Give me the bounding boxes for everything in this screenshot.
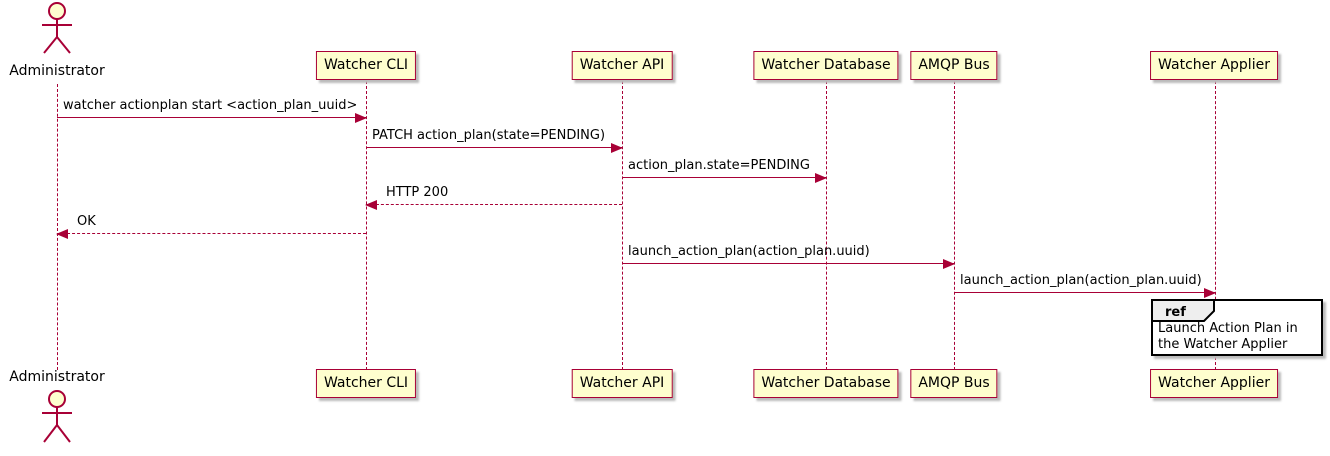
- participant-bottom-amqp-bus: AMQP Bus: [910, 369, 998, 398]
- actor-label-bottom: Administrator: [9, 369, 105, 385]
- participant-bottom-watcher-cli: Watcher CLI: [315, 369, 417, 398]
- participant-bottom-watcher-database: Watcher Database: [753, 369, 899, 398]
- message-line: [954, 292, 1215, 293]
- actor-icon: [42, 390, 72, 443]
- lifeline-amqp-bus: [954, 81, 955, 370]
- arrowhead-left-icon: [365, 200, 377, 210]
- participant-top-watcher-cli: Watcher CLI: [315, 51, 417, 80]
- arrowhead-right-icon: [1204, 288, 1216, 298]
- message-label: watcher actionplan start <action_plan_uu…: [63, 98, 358, 113]
- lifeline-watcher-api: [622, 81, 623, 370]
- message-http-200: HTTP 200: [365, 183, 622, 210]
- actor-icon: [42, 2, 72, 54]
- message-label: OK: [77, 214, 96, 229]
- ref-tab-icon: ref: [1151, 299, 1215, 322]
- message-label: HTTP 200: [386, 185, 449, 200]
- message-line: [57, 117, 366, 118]
- message-ok: OK: [56, 212, 366, 239]
- participant-bottom-watcher-applier: Watcher Applier: [1150, 369, 1278, 398]
- message-launch-action-plan-applier: launch_action_plan(action_plan.uuid): [954, 271, 1216, 298]
- message-line: [622, 263, 954, 264]
- message-line: [366, 147, 622, 148]
- ref-fragment: ref Launch Action Plan in the Watcher Ap…: [1151, 299, 1323, 356]
- actor-label-top: Administrator: [9, 63, 105, 79]
- message-state-pending: action_plan.state=PENDING: [622, 156, 827, 183]
- message-actionplan-start: watcher actionplan start <action_plan_uu…: [57, 96, 367, 123]
- arrowhead-right-icon: [943, 259, 955, 269]
- message-line: [57, 233, 366, 234]
- participant-top-watcher-applier: Watcher Applier: [1150, 51, 1278, 80]
- participant-top-watcher-database: Watcher Database: [753, 51, 899, 80]
- arrowhead-left-icon: [56, 229, 68, 239]
- ref-keyword: ref: [1165, 305, 1186, 320]
- participant-top-watcher-api: Watcher API: [571, 51, 673, 80]
- ref-label: Launch Action Plan in the Watcher Applie…: [1158, 321, 1298, 352]
- message-patch-action-plan: PATCH action_plan(state=PENDING): [366, 126, 623, 153]
- participant-bottom-watcher-api: Watcher API: [571, 369, 673, 398]
- arrowhead-right-icon: [815, 173, 827, 183]
- message-label: launch_action_plan(action_plan.uuid): [960, 273, 1202, 288]
- message-line: [622, 177, 826, 178]
- message-launch-action-plan-amqp: launch_action_plan(action_plan.uuid): [622, 242, 955, 269]
- arrowhead-right-icon: [355, 113, 367, 123]
- participant-top-amqp-bus: AMQP Bus: [910, 51, 998, 80]
- lifeline-administrator: [57, 84, 58, 370]
- message-label: PATCH action_plan(state=PENDING): [372, 128, 606, 143]
- arrowhead-right-icon: [611, 143, 623, 153]
- message-line: [366, 204, 622, 205]
- message-label: launch_action_plan(action_plan.uuid): [628, 244, 870, 259]
- lifeline-watcher-applier: [1215, 81, 1216, 370]
- lifeline-watcher-database: [826, 81, 827, 370]
- message-label: action_plan.state=PENDING: [628, 158, 810, 173]
- lifeline-watcher-cli: [366, 81, 367, 370]
